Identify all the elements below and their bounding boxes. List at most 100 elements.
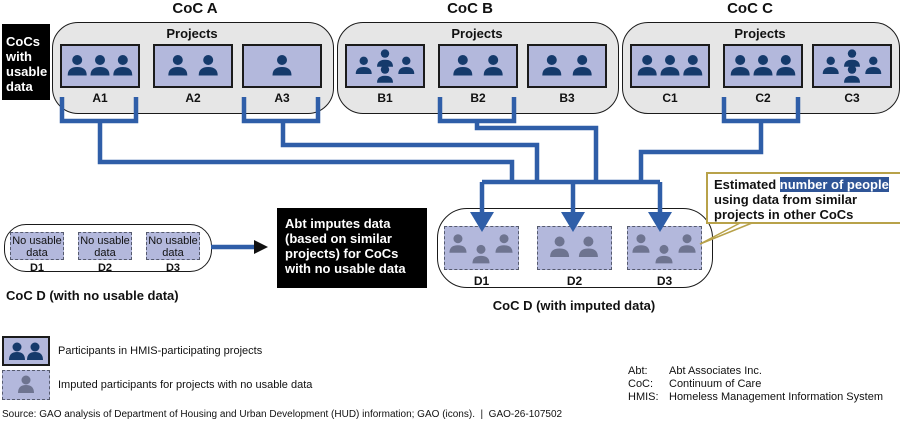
legend-participants-swatch — [2, 336, 50, 366]
coc-d-after-title: CoC D (with imputed data) — [492, 298, 656, 313]
legend-imputed-label: Imputed participants for projects with n… — [58, 379, 313, 391]
source-note: Source: GAO analysis of Department of Ho… — [2, 409, 563, 420]
d-before-tile-d3: No usable data — [146, 232, 200, 260]
person-icon — [844, 49, 860, 67]
coc-b-title: CoC B — [447, 0, 493, 17]
person-icon — [865, 56, 882, 74]
coc-c-projects-label: Projects — [734, 26, 786, 41]
project-tile-a3 — [242, 44, 322, 88]
arrow-head-d3 — [648, 212, 672, 232]
project-tile-b3 — [527, 44, 607, 88]
coc-d-before-title: CoC D (with no usable data) — [6, 288, 179, 303]
person-icon — [377, 49, 393, 67]
abbr-hmis-full: Homeless Management Information System — [669, 391, 883, 403]
project-tile-c3 — [812, 44, 892, 88]
project-tile-a1 — [60, 44, 140, 88]
project-label-c1: C1 — [662, 91, 678, 105]
no-usable-data-text: No usable data — [148, 235, 198, 259]
coc-a-projects-label: Projects — [166, 26, 218, 41]
bracket-a3 — [241, 97, 321, 124]
person-icon — [572, 55, 592, 76]
coc-c-title: CoC C — [727, 0, 773, 17]
connector-a3 — [280, 121, 540, 182]
connector-c2 — [638, 121, 764, 182]
d-before-tile-d1: No usable data — [10, 232, 64, 260]
arrow-head-d1 — [470, 212, 494, 232]
connector-b2 — [474, 121, 599, 182]
abbr-coc-full: Continuum of Care — [669, 378, 762, 390]
legend-imputed-swatch — [2, 370, 50, 400]
abbr-coc: CoC: — [628, 378, 654, 390]
no-usable-data-text: No usable data — [12, 235, 62, 259]
project-tile-b2 — [438, 44, 518, 88]
side-label: CoCs with usable data — [2, 24, 50, 100]
person-icon — [730, 55, 750, 76]
imputed-person-icon — [678, 234, 696, 253]
impute-arrow-head — [254, 240, 268, 254]
project-tile-c2 — [723, 44, 803, 88]
d-before-label-d3: D3 — [165, 262, 181, 274]
no-usable-data-text: No usable data — [80, 235, 130, 259]
project-label-c3: C3 — [844, 91, 860, 105]
project-label-c2: C2 — [755, 91, 771, 105]
arrow-head-d2 — [561, 212, 585, 232]
person-icon — [660, 55, 680, 76]
d-after-label-d1: D1 — [473, 274, 490, 288]
d-before-label-d2: D2 — [97, 262, 113, 274]
project-label-b3: B3 — [559, 91, 575, 105]
person-icon — [578, 236, 598, 257]
d-after-tile-d1 — [444, 226, 519, 270]
person-icon — [453, 55, 473, 76]
imputed-person-icon — [632, 234, 650, 253]
person-icon — [844, 65, 860, 83]
legend-participants-label: Participants in HMIS-participating proje… — [58, 345, 263, 357]
person-icon — [637, 55, 657, 76]
callout-suffix: using data from similar projects in othe… — [714, 192, 858, 222]
d-after-label-d3: D3 — [656, 274, 673, 288]
imputed-person-icon — [449, 234, 467, 253]
bracket-a1 — [59, 97, 139, 124]
abbr-abt: Abt: — [628, 365, 648, 377]
imputed-person-icon — [472, 244, 490, 264]
person-icon — [550, 236, 570, 257]
person-icon — [113, 55, 133, 76]
person-icon — [483, 55, 503, 76]
person-icon — [542, 55, 562, 76]
d-before-label-d1: D1 — [29, 262, 45, 274]
participants-icon — [9, 342, 43, 360]
person-icon — [198, 55, 218, 76]
project-label-a1: A1 — [92, 91, 108, 105]
person-icon — [683, 55, 703, 76]
d-after-tile-d3 — [627, 226, 702, 270]
person-icon — [398, 56, 415, 74]
bracket-c2 — [721, 97, 801, 124]
person-icon — [377, 65, 393, 83]
person-icon — [168, 55, 188, 76]
abbr-hmis: HMIS: — [628, 391, 659, 403]
person-icon — [753, 55, 773, 76]
connector-a1 — [97, 121, 515, 182]
project-tile-a2 — [153, 44, 233, 88]
project-tile-c1 — [630, 44, 710, 88]
d-after-label-d2: D2 — [566, 274, 583, 288]
person-icon — [67, 55, 87, 76]
project-tile-b1 — [345, 44, 425, 88]
person-icon — [355, 56, 372, 74]
callout-pointer — [699, 222, 753, 245]
project-label-b1: B1 — [377, 91, 393, 105]
coc-b-projects-label: Projects — [451, 26, 503, 41]
bracket-b2 — [437, 97, 517, 124]
project-label-a2: A2 — [185, 91, 201, 105]
d-after-tile-d2 — [537, 226, 612, 270]
person-icon — [822, 56, 839, 74]
imputed-person-icon — [495, 234, 513, 253]
d-before-tile-d2: No usable data — [78, 232, 132, 260]
project-label-b2: B2 — [470, 91, 486, 105]
callout-box: Estimated number of people using data fr… — [706, 172, 900, 224]
impute-box: Abt imputes data (based on similar proje… — [277, 208, 427, 288]
imputed-person-icon — [655, 244, 673, 264]
project-label-a3: A3 — [274, 91, 290, 105]
person-icon — [776, 55, 796, 76]
callout-prefix: Estimated — [714, 177, 780, 192]
